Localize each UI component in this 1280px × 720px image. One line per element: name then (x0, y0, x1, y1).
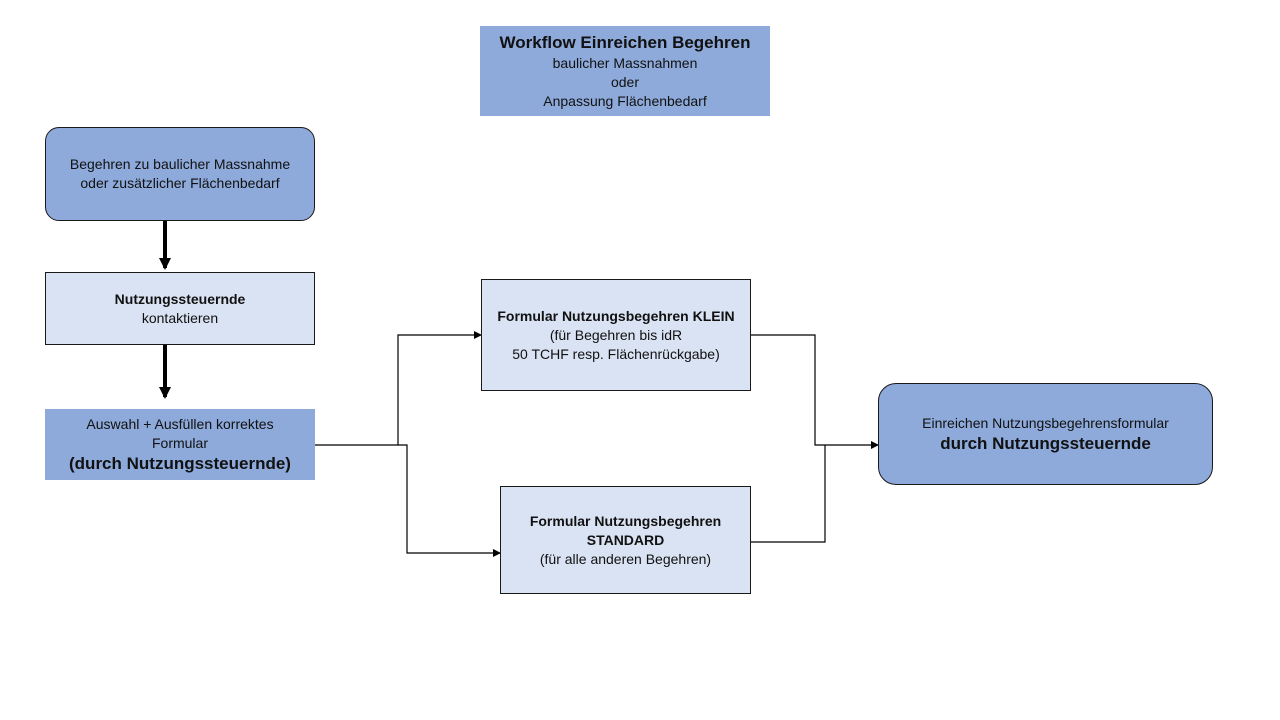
select-form-line1: Auswahl + Ausfüllen korrektes (86, 415, 274, 432)
arrow-select-to-standard (398, 444, 501, 557)
contact-step-title: Nutzungssteuernde (114, 290, 246, 307)
start-node: Begehren zu baulicher Massnahme oder zus… (45, 127, 315, 221)
select-form-node: Auswahl + Ausfüllen korrektes Formular (… (45, 409, 315, 480)
start-node-line2: oder zusätzlicher Flächenbedarf (80, 175, 280, 191)
form-standard-node: Formular Nutzungsbegehren STANDARD (für … (500, 486, 751, 594)
diagram-subtitle-line1: baulicher Massnahmen (552, 54, 698, 71)
form-klein-line3: 50 TCHF resp. Flächenrückgabe) (512, 345, 720, 362)
diagram-subtitle-line3: Anpassung Flächenbedarf (543, 92, 707, 109)
contact-step-node: Nutzungssteuernde kontaktieren (45, 272, 315, 345)
form-standard-text: (für alle anderen Begehren) (539, 550, 712, 567)
diagram-title: Workflow Einreichen Begehren (499, 32, 751, 52)
start-node-line1: Begehren zu baulicher Massnahme (69, 156, 291, 172)
form-standard-title-line2: STANDARD (586, 531, 665, 548)
line-standard-to-submit (751, 445, 826, 543)
diagram-subtitle-line2: oder (610, 73, 640, 90)
arrow-select-to-klein (315, 331, 482, 446)
select-form-responsible: (durch Nutzungssteuernde) (69, 453, 291, 473)
select-form-line2: Formular (151, 434, 208, 451)
submit-node-line1: Einreichen Nutzungsbegehrensformular (922, 414, 1169, 431)
form-klein-line2: (für Begehren bis idR (549, 326, 683, 343)
contact-step-text: kontaktieren (141, 309, 219, 326)
arrow-klein-to-submit (751, 334, 879, 449)
form-klein-title: Formular Nutzungsbegehren KLEIN (497, 307, 735, 324)
form-standard-title: Formular Nutzungsbegehren (529, 512, 722, 529)
submit-node: Einreichen Nutzungsbegehrensformular dur… (878, 383, 1213, 485)
diagram-title-box: Workflow Einreichen Begehren baulicher M… (480, 26, 770, 116)
form-klein-node: Formular Nutzungsbegehren KLEIN (für Beg… (481, 279, 751, 391)
submit-node-responsible: durch Nutzungssteuernde (940, 433, 1151, 453)
